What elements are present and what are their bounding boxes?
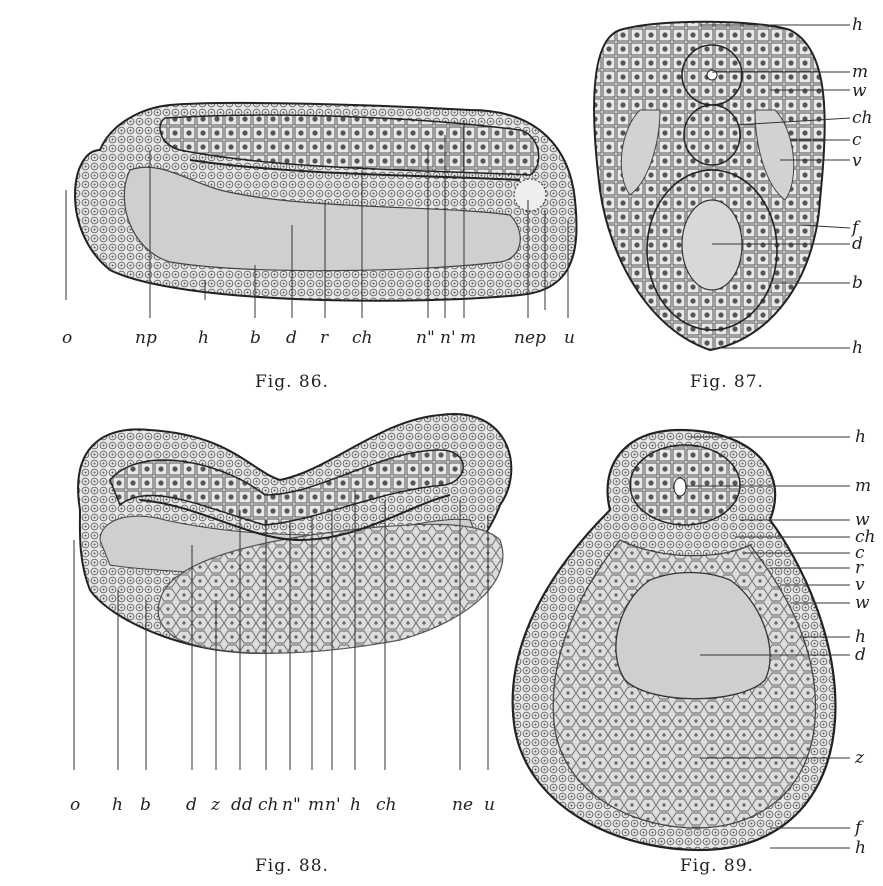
fig87-label-h-bottom: h — [852, 338, 863, 358]
fig86-labels: o np h b d r ch n" n' m nep u — [62, 328, 575, 348]
figure-87: h m w ch c v f d b h — [594, 15, 872, 358]
fig86-label-m: m — [460, 328, 476, 348]
fig86-label-n2: n" — [416, 328, 435, 348]
fig87-label-b: b — [852, 273, 863, 293]
figure-89: h m w ch c r v w h d z f h — [513, 427, 876, 858]
fig87-label-d: d — [852, 234, 863, 254]
fig88-label-n2: n" — [282, 795, 301, 815]
fig88-label-d: d — [186, 795, 197, 815]
fig86-label-np: np — [135, 328, 157, 348]
fig86-caption: Fig. 86. — [255, 372, 329, 392]
fig86-label-n1: n' — [440, 328, 456, 348]
fig88-label-u: u — [484, 795, 495, 815]
fig89-neural-canal — [674, 478, 686, 496]
fig89-label-z: z — [854, 748, 865, 768]
fig87-labels: h m w ch c v f d b h — [850, 15, 872, 358]
fig87-caption: Fig. 87. — [690, 372, 764, 392]
fig87-label-m: m — [852, 62, 868, 82]
fig88-label-m: m — [308, 795, 324, 815]
fig86-label-r: r — [320, 328, 329, 348]
fig88-label-h: h — [112, 795, 123, 815]
fig87-chorda — [684, 105, 740, 165]
fig87-label-h-top: h — [852, 15, 863, 35]
figure-88: o h b d z dd ch n" m n' h ch ne u — [70, 414, 511, 815]
fig88-caption: Fig. 88. — [255, 856, 329, 876]
fig88-label-ne: ne — [452, 795, 473, 815]
fig88-label-ch: ch — [258, 795, 278, 815]
fig88-labels: o h b d z dd ch n" m n' h ch ne u — [70, 795, 495, 815]
fig88-label-b: b — [140, 795, 151, 815]
fig86-label-o: o — [62, 328, 72, 348]
fig88-label-ch2: ch — [376, 795, 396, 815]
fig86-label-ch: ch — [352, 328, 372, 348]
fig87-label-c: c — [852, 130, 862, 150]
fig87-label-v: v — [852, 151, 862, 171]
fig86-label-h: h — [198, 328, 209, 348]
fig88-label-h2: h — [350, 795, 361, 815]
fig88-label-n1: n' — [325, 795, 341, 815]
figure-86: o np h b d r ch n" n' m nep u — [62, 103, 576, 348]
fig89-label-h-top: h — [855, 427, 866, 447]
fig86-neurenteric-canal — [514, 179, 546, 211]
fig86-label-d: d — [286, 328, 297, 348]
fig86-label-b: b — [250, 328, 261, 348]
fig87-label-ch: ch — [852, 108, 872, 128]
fig88-label-z: z — [210, 795, 221, 815]
fig89-label-d: d — [855, 645, 866, 665]
fig88-label-o: o — [70, 795, 80, 815]
fig89-caption: Fig. 89. — [680, 856, 754, 876]
fig89-label-v: v — [855, 575, 865, 595]
fig86-label-u: u — [564, 328, 575, 348]
fig89-label-m: m — [855, 476, 871, 496]
fig87-gut-lumen — [682, 200, 742, 290]
fig89-label-f: f — [853, 818, 864, 838]
fig86-label-nep: nep — [514, 328, 546, 348]
fig88-label-dd: dd — [231, 795, 253, 815]
fig87-label-w: w — [852, 81, 867, 101]
fig89-label-h-bottom: h — [855, 838, 866, 858]
fig89-labels: h m w ch c r v w h d z f h — [853, 427, 875, 858]
fig89-label-h-mid: h — [855, 627, 866, 647]
fig89-label-w2: w — [855, 593, 870, 613]
